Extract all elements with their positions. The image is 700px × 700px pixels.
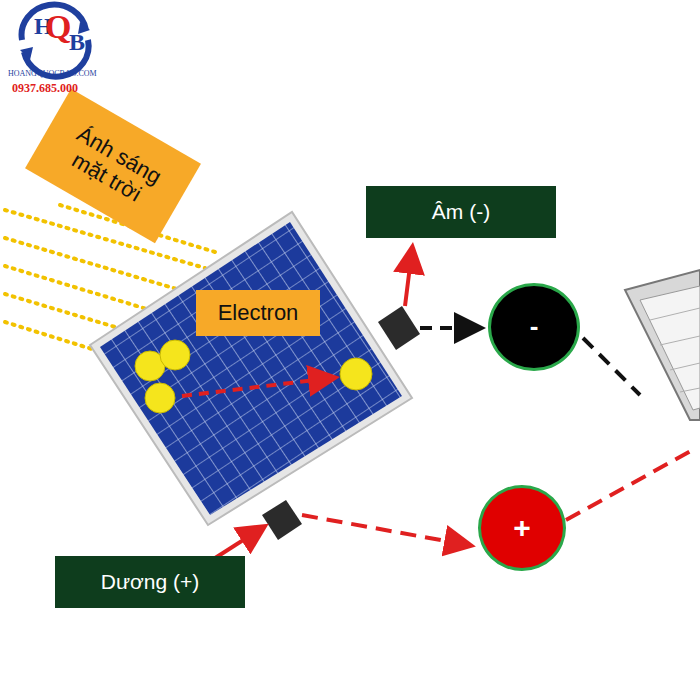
positive-label-box: Dương (+) xyxy=(55,556,245,608)
positive-wire-lamp xyxy=(566,448,696,520)
phone-number: 0937.685.000 xyxy=(12,82,78,94)
positive-wire xyxy=(302,515,468,545)
node-text: Dương (+) xyxy=(101,570,199,594)
node-text: - xyxy=(530,312,539,342)
negative-wire-lamp xyxy=(583,338,640,395)
website-text: HOANGQUOCBAO.COM xyxy=(8,70,97,78)
node-text: Âm (-) xyxy=(432,200,490,224)
negative-terminal xyxy=(378,306,420,350)
electron-flow xyxy=(182,378,332,396)
negative-pole-circle: - xyxy=(488,283,580,371)
solar-panel-frame xyxy=(90,212,412,525)
logo-letter: B xyxy=(69,30,85,54)
led-lamp xyxy=(625,270,700,420)
node-text: + xyxy=(513,511,531,546)
negative-wire xyxy=(420,326,478,330)
electron-box: Electron xyxy=(196,290,320,336)
node-text: Electron xyxy=(218,300,299,325)
positive-pole-circle: + xyxy=(478,485,566,571)
logo-letter: Q xyxy=(45,10,71,44)
negative-label-box: Âm (-) xyxy=(366,186,556,238)
negative-lead xyxy=(405,250,412,306)
logo-mark xyxy=(20,5,90,77)
solar-panel xyxy=(100,222,402,515)
electrons xyxy=(135,340,372,413)
positive-terminal xyxy=(262,500,302,540)
